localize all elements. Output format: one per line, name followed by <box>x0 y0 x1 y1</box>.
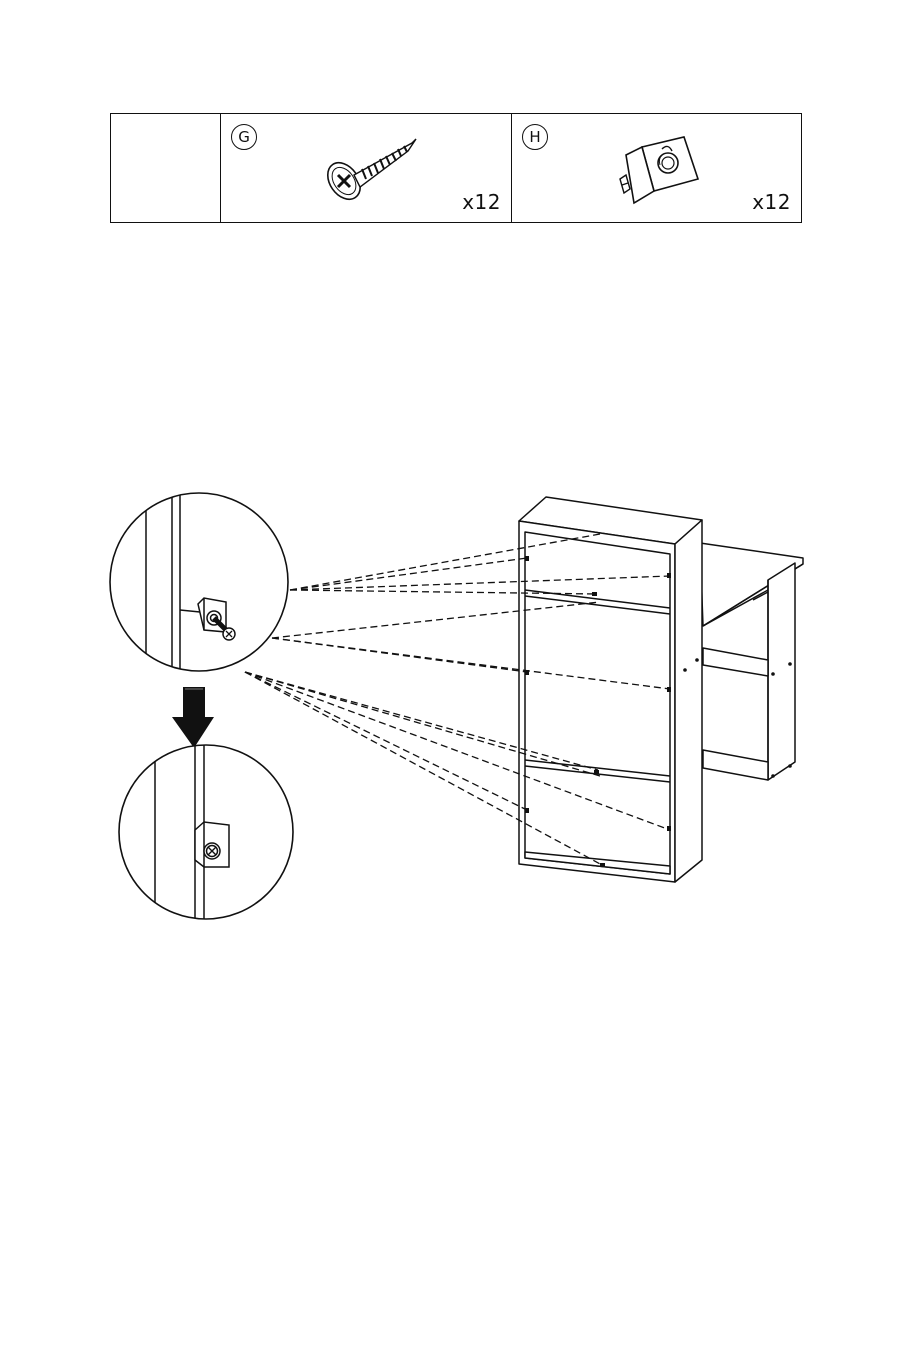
assembly-illustration <box>0 480 914 960</box>
assembly-detail-before-icon <box>110 480 288 680</box>
corner-bracket-icon <box>612 129 702 209</box>
part-g-cell: G x12 <box>221 114 512 222</box>
screw-icon <box>316 129 426 209</box>
part-g-quantity: x12 <box>462 190 501 214</box>
bookshelf-desk-icon <box>519 497 803 882</box>
assembly-detail-after-icon <box>119 730 293 930</box>
part-h-cell: H x12 <box>512 114 801 222</box>
part-h-letter: H <box>522 124 548 150</box>
part-g-letter: G <box>231 124 257 150</box>
part-h-quantity: x12 <box>752 190 791 214</box>
parts-table-empty-cell <box>111 114 221 222</box>
parts-table: G x12 H x12 <box>110 113 802 223</box>
down-arrow-icon <box>172 687 214 748</box>
